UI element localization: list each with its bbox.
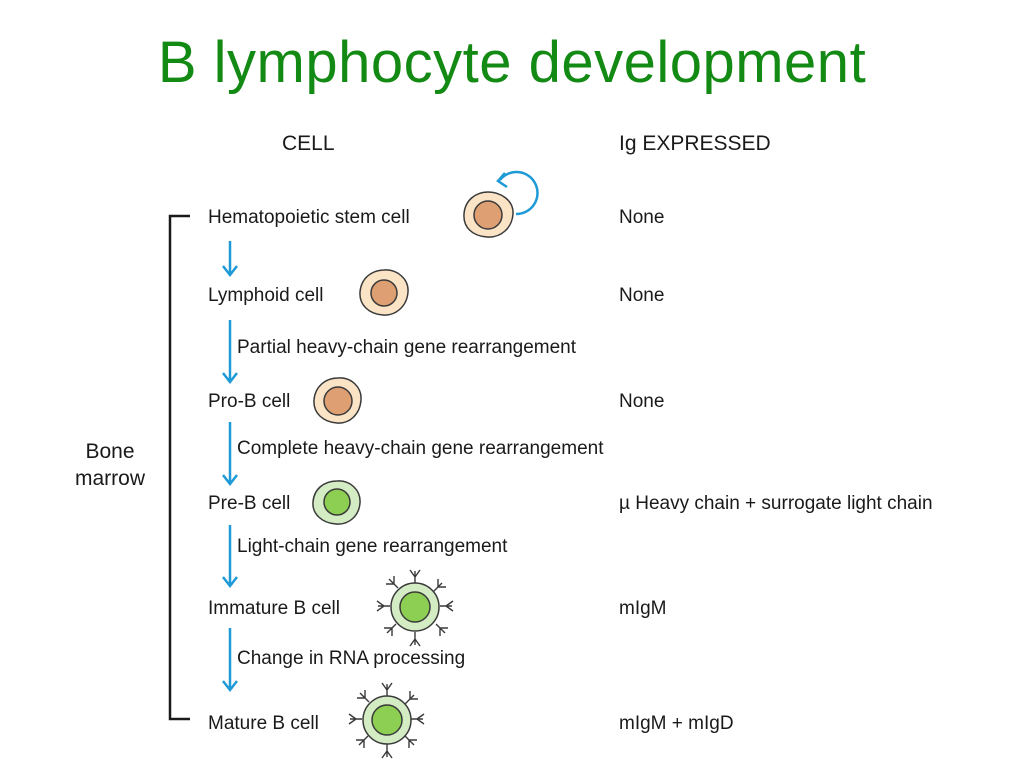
step-partial-heavy-chain: Partial heavy-chain gene rearrangement: [237, 337, 577, 358]
bone-marrow-label-line1: Bone: [85, 440, 135, 463]
down-arrow-5-icon: [222, 628, 238, 693]
header-ig-expressed: Ig EXPRESSED: [619, 132, 771, 155]
step-rna-processing: Change in RNA processing: [237, 648, 466, 669]
stage-label-mature-b-cell: Mature B cell: [208, 713, 319, 734]
ig-expressed-pro-b-cell: None: [619, 391, 665, 412]
bone-marrow-label: Bone marrow: [60, 438, 160, 492]
pro-b-cell-icon: [313, 377, 362, 424]
stage-label-lymphoid-cell: Lymphoid cell: [208, 285, 324, 306]
bone-marrow-label-line2: marrow: [74, 467, 145, 490]
hematopoietic-stem-cell-icon: [463, 191, 514, 238]
ig-expressed-immature-b-cell: mIgM: [619, 598, 667, 619]
step-light-chain: Light-chain gene rearrangement: [237, 536, 508, 557]
mature-b-cell-icon: [348, 682, 425, 759]
down-arrow-4-icon: [222, 525, 238, 589]
bone-marrow-bracket: [168, 214, 190, 721]
lymphoid-cell-icon: [359, 269, 409, 316]
ig-expressed-pre-b-cell: µ Heavy chain + surrogate light chain: [619, 493, 933, 514]
down-arrow-3-icon: [222, 422, 238, 487]
self-renewal-arrow-icon: [496, 170, 539, 216]
ig-expressed-mature-b-cell: mIgM + mIgD: [619, 713, 734, 734]
ig-expressed-lymphoid-cell: None: [619, 285, 665, 306]
page-title: B lymphocyte development: [157, 30, 867, 95]
stage-label-immature-b-cell: Immature B cell: [208, 598, 340, 619]
stage-label-pre-b-cell: Pre-B cell: [208, 493, 291, 514]
down-arrow-1-icon: [222, 241, 238, 278]
stage-label-pro-b-cell: Pro-B cell: [208, 391, 291, 412]
ig-expressed-hematopoietic-stem-cell: None: [619, 207, 665, 228]
stage-label-hematopoietic-stem-cell: Hematopoietic stem cell: [208, 207, 410, 228]
header-cell: CELL: [282, 132, 335, 155]
step-complete-heavy-chain: Complete heavy-chain gene rearrangement: [237, 438, 604, 459]
immature-b-cell-icon: [376, 569, 454, 647]
pre-b-cell-icon: [312, 480, 361, 525]
down-arrow-2-icon: [222, 320, 238, 385]
